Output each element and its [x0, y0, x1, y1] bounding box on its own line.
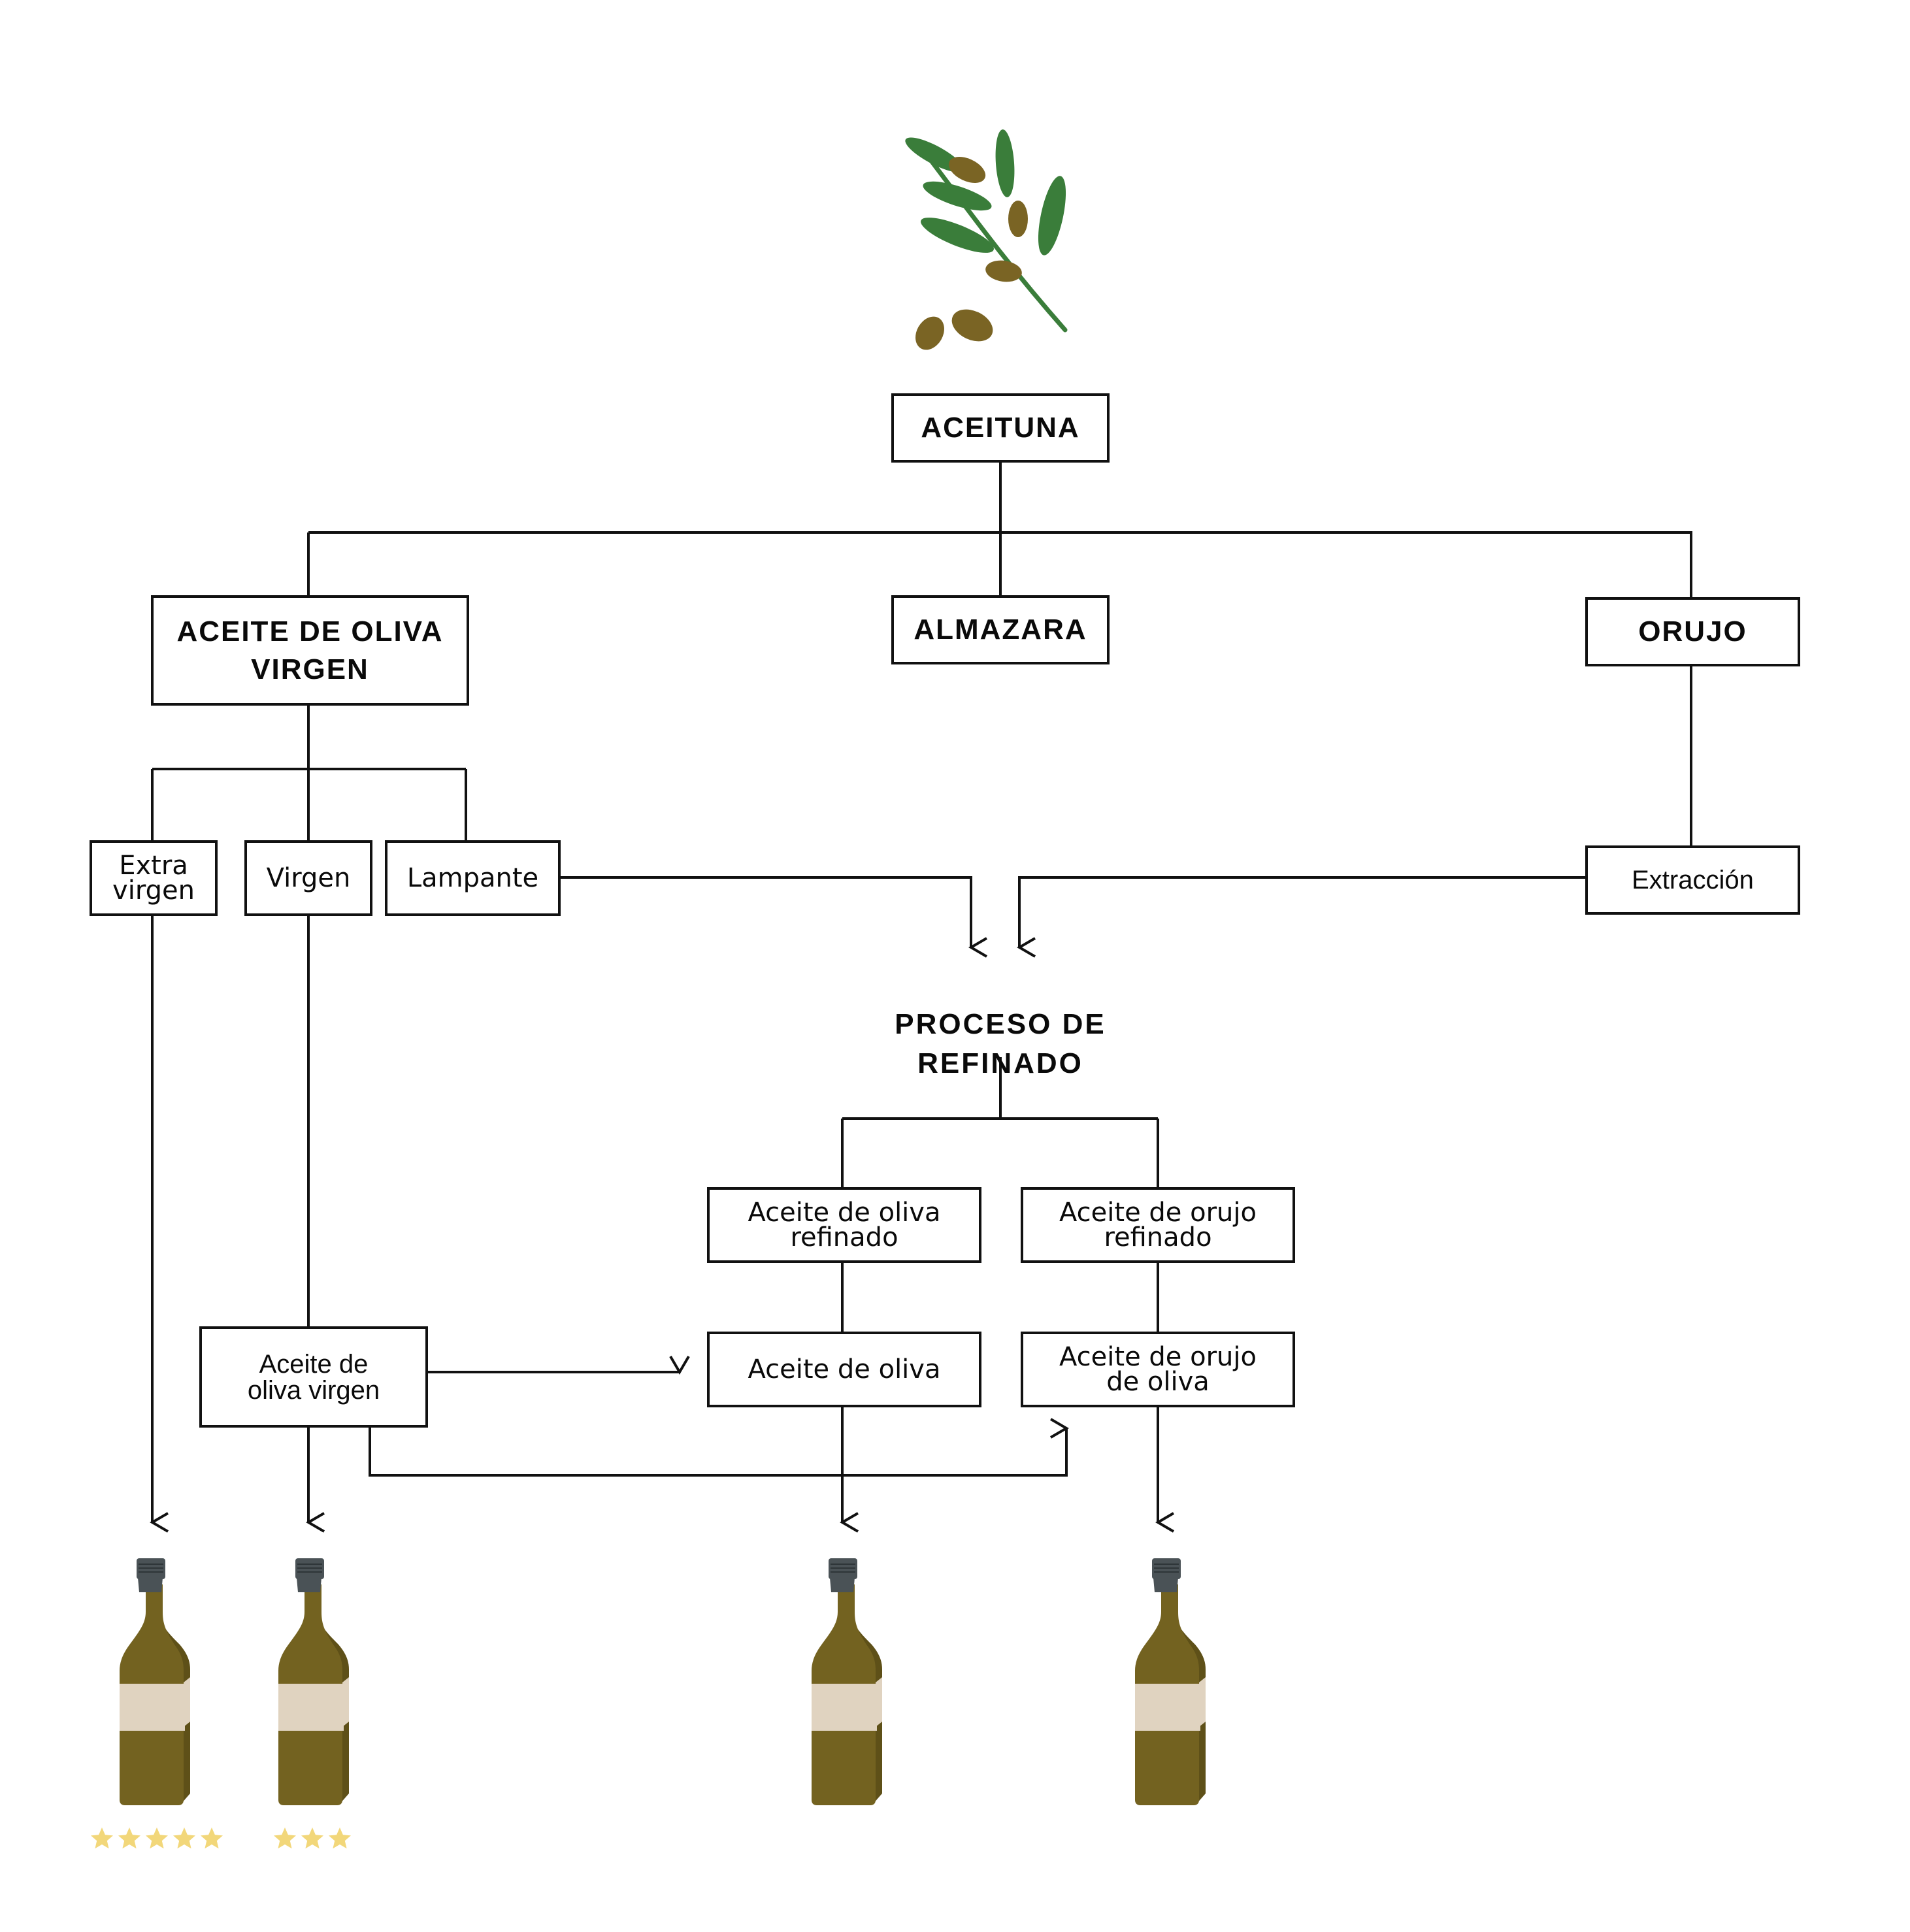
node-virgen-label: Virgen [266, 863, 351, 893]
node-extra-virgen: Extra virgen [90, 840, 218, 916]
node-aceite-orujo-oliva-label: Aceite de orujo de oliva [1059, 1342, 1257, 1397]
node-aceite-oliva-virgen-category: ACEITE DE OLIVA VIRGEN [151, 595, 469, 706]
star-icon [329, 1827, 351, 1849]
oil-bottle-icon [1135, 1558, 1206, 1805]
node-extraccion-label: Extracción [1632, 866, 1754, 894]
oil-bottle-icon [120, 1558, 190, 1805]
node-aceituna-label: ACEITUNA [921, 412, 1080, 444]
node-aceituna: ACEITUNA [891, 393, 1110, 463]
node-aceite-oliva-virgen-label: Aceite de oliva virgen [247, 1349, 380, 1405]
node-proceso-refinado: PROCESO DE REFINADO [870, 966, 1131, 1083]
node-aceite-oliva-refinado: Aceite de oliva refinado [707, 1187, 981, 1263]
node-extraccion: Extracción [1585, 845, 1800, 915]
oil-bottle-icon [278, 1558, 349, 1805]
star-icon [173, 1827, 195, 1849]
oil-bottle-icon [812, 1558, 882, 1805]
node-aceite-oliva-label: Aceite de oliva [748, 1354, 941, 1384]
node-aceite-orujo-refinado: Aceite de orujo refinado [1021, 1187, 1295, 1263]
node-orujo: ORUJO [1585, 597, 1800, 666]
star-icon [301, 1827, 323, 1849]
arrow-extraccion-proceso [1017, 876, 1585, 958]
arrow-lampante-proceso [559, 876, 988, 958]
star-icon [118, 1827, 140, 1849]
node-aceite-orujo-oliva: Aceite de orujo de oliva [1021, 1332, 1295, 1407]
node-extra-virgen-label: Extra virgen [112, 851, 195, 906]
node-almazara: ALMAZARA [891, 595, 1110, 664]
star-rating [90, 1826, 224, 1851]
star-icon [274, 1827, 296, 1849]
aceite-de-orujo-de-oliva-bottle [1135, 1558, 1207, 1810]
star-icon [91, 1827, 113, 1849]
arrow-aovirgen-orujo [369, 1418, 1069, 1477]
node-proceso-refinado-label: PROCESO DE REFINADO [895, 1008, 1106, 1079]
node-virgen: Virgen [244, 840, 372, 916]
star-icon [146, 1827, 168, 1849]
olive-branch-icon [905, 129, 1068, 350]
node-aceite-oliva: Aceite de oliva [707, 1332, 981, 1407]
node-lampante: Lampante [385, 840, 561, 916]
aceite-de-oliva-bottle [812, 1558, 883, 1810]
virgen-bottle [278, 1558, 350, 1810]
star-rating [272, 1826, 352, 1851]
node-orujo-label: ORUJO [1638, 615, 1747, 647]
node-aceite-orujo-refinado-label: Aceite de orujo refinado [1059, 1198, 1257, 1253]
node-lampante-label: Lampante [406, 863, 539, 893]
extra-virgen-bottle [120, 1558, 191, 1810]
star-icon [201, 1827, 223, 1849]
node-almazara-label: ALMAZARA [914, 614, 1087, 646]
node-aceite-oliva-virgen: Aceite de oliva virgen [199, 1326, 428, 1428]
node-aceite-oliva-refinado-label: Aceite de oliva refinado [748, 1198, 941, 1253]
node-aov-category-label: ACEITE DE OLIVA VIRGEN [176, 615, 444, 685]
